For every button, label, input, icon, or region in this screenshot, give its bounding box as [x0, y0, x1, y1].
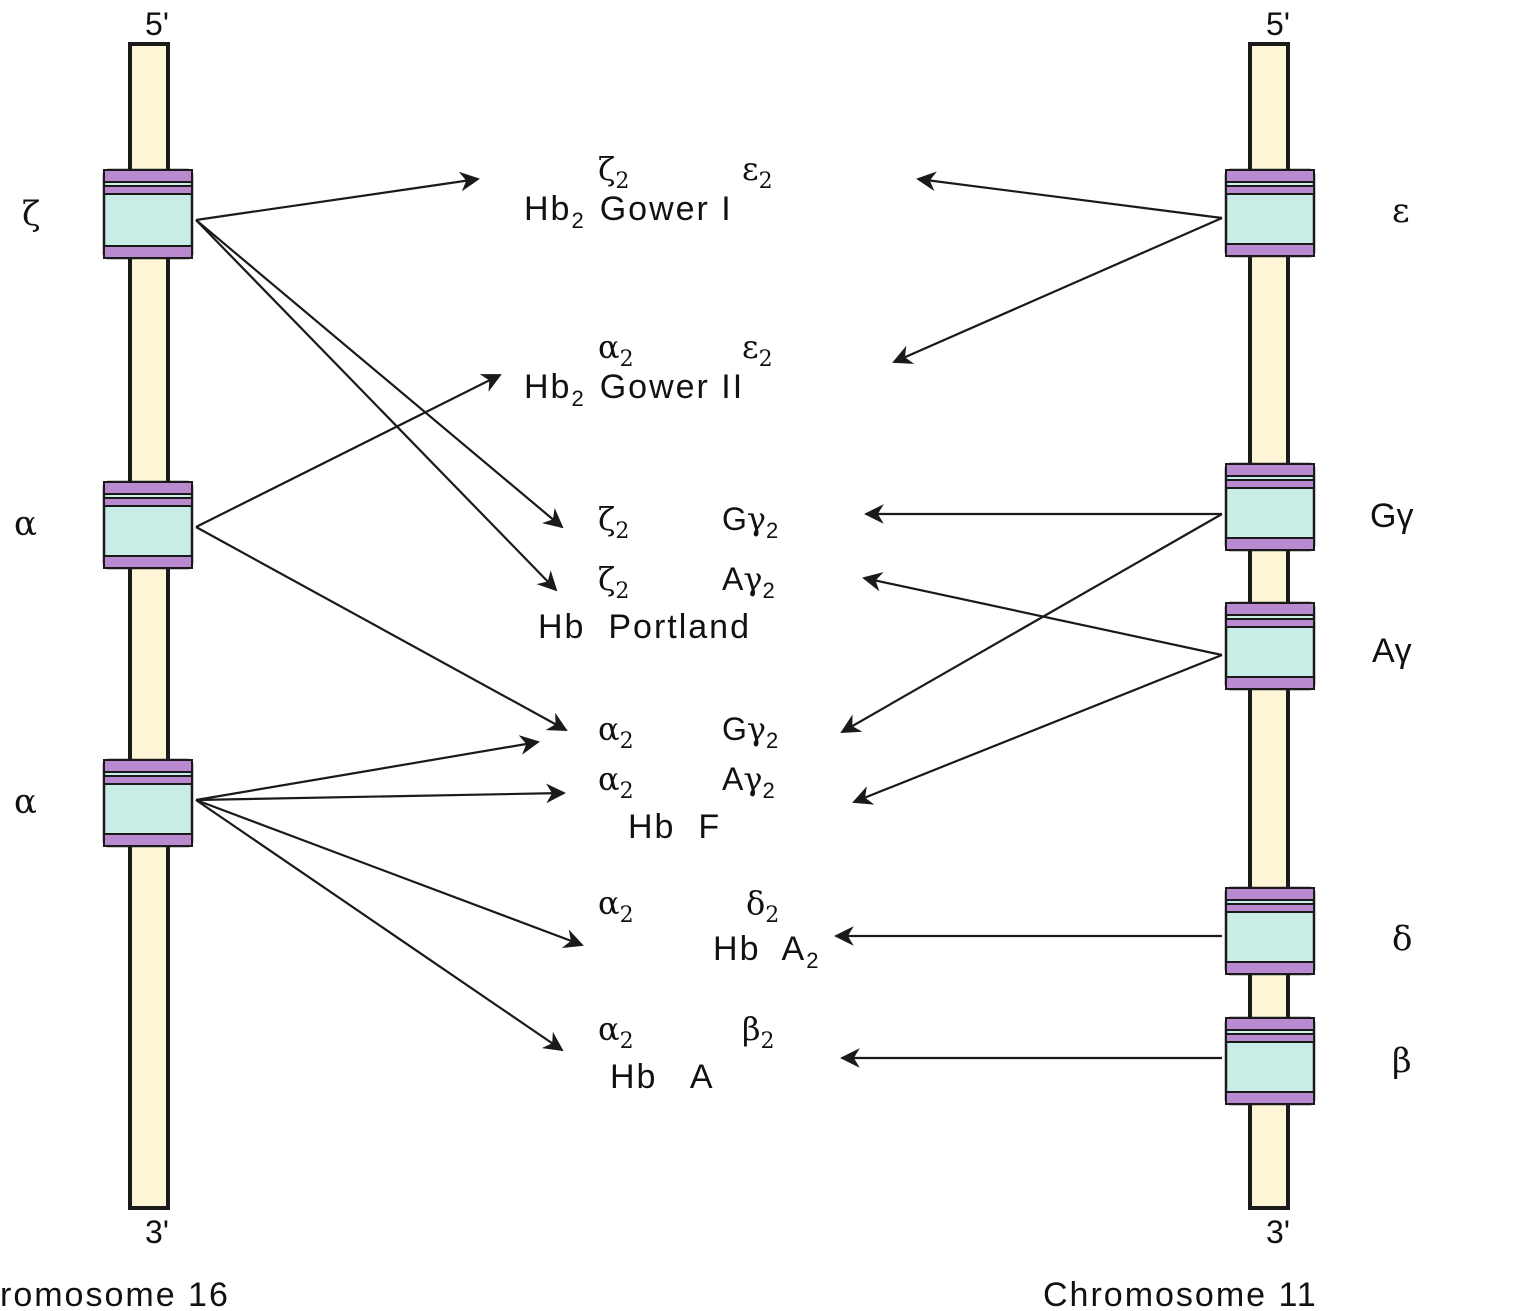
arrow-alpha2-alpha-ggamma: [195, 735, 540, 802]
chain-2-prefix: G: [722, 501, 747, 537]
chain-2: ε: [742, 150, 759, 188]
gene-label-epsilon: ε: [1392, 191, 1410, 231]
chain-2-prefix: A: [722, 561, 744, 597]
svg-text:α2: α2: [598, 884, 634, 928]
svg-text:β2: β2: [742, 1010, 775, 1054]
gene-label-delta: δ: [1392, 919, 1412, 959]
chain-1: α: [598, 1010, 620, 1048]
hb-name: Hb F: [628, 808, 721, 846]
svg-text:ε2: ε2: [742, 150, 773, 194]
chromosome-16-5prime: 5': [145, 6, 169, 42]
chain-2: δ: [746, 884, 765, 922]
chain-1: α: [598, 884, 620, 922]
svg-text:ζ2: ζ2: [598, 150, 629, 194]
hb-portland: ζ2 Aγ2 Hb Portland: [538, 560, 775, 646]
chain-1: ζ: [598, 500, 615, 538]
gene-epsilon: [1224, 168, 1316, 258]
svg-text:Gγ2: Gγ2: [722, 710, 778, 753]
arrow-alpha1-gower2: [195, 374, 502, 528]
gene-alpha-1: [102, 480, 194, 570]
hb-a: α2 β2 Hb A: [598, 1010, 775, 1096]
arrow-epsilon-gower2: [892, 216, 1223, 364]
chain-1: α: [598, 710, 620, 748]
chain-1: ζ: [598, 560, 615, 598]
gene-label-beta: β: [1392, 1041, 1412, 1081]
chain-2-prefix: G: [722, 711, 747, 747]
arrow-ggamma-alpha: [840, 513, 1223, 733]
gene-label-g-gamma: Gγ: [1370, 497, 1413, 535]
arrow-alpha1-alpha-ggamma: [195, 526, 568, 731]
arrow-zeta-agamma: [195, 219, 558, 592]
svg-text:ε2: ε2: [742, 328, 773, 372]
gene-a-gamma: [1224, 601, 1316, 691]
hb-name: Hb A: [610, 1058, 715, 1096]
gene-beta: [1224, 1016, 1316, 1106]
gene-label-alpha-2: α: [14, 782, 37, 822]
svg-text:Aγ2: Aγ2: [722, 560, 775, 603]
gene-label-alpha-1: α: [14, 504, 37, 544]
chromosome-16: 5' 3' romosome 16 ζ α α: [0, 6, 230, 1311]
arrow-alpha2-hba2: [195, 798, 584, 949]
hb-a2: α2 δ2 Hb A2: [598, 884, 901, 976]
gene-delta: [1224, 886, 1316, 976]
gene-zeta: [102, 168, 194, 260]
hb-alpha-ggamma: α2 Gγ2: [598, 710, 778, 754]
hb-f: α2 Aγ2 Hb F: [598, 760, 775, 846]
gene-label-a-gamma: Aγ: [1372, 632, 1412, 670]
svg-text:Gγ2: Gγ2: [722, 500, 778, 543]
hb-zeta-ggamma: ζ2 Gγ2: [598, 500, 778, 544]
hb-name: Hb Portland: [538, 608, 751, 646]
svg-text:α2: α2: [598, 1010, 634, 1054]
svg-text:Hb A2: Hb A2: [610, 930, 901, 976]
svg-text:α2: α2: [598, 328, 634, 372]
arrow-epsilon-gower1: [916, 171, 1223, 220]
chain-2: ε: [742, 328, 759, 366]
chain-2: β: [742, 1010, 761, 1048]
svg-text:α2: α2: [598, 710, 634, 754]
arrow-zeta-ggamma: [195, 219, 564, 529]
arrows: [195, 171, 1223, 1068]
gene-g-gamma: [1224, 462, 1316, 552]
arrow-alpha2-hba: [195, 799, 564, 1052]
svg-text:Aγ2: Aγ2: [722, 760, 775, 803]
arrow-agamma-zeta: [862, 572, 1223, 657]
chromosome-11-5prime: 5': [1266, 6, 1290, 42]
hb-name: Hb: [524, 368, 571, 406]
chain-1: α: [598, 328, 620, 366]
chromosome-11: 5' 3' Chromosome 11 ε Gγ Aγ: [1043, 6, 1413, 1311]
chromosome-16-label: romosome 16: [0, 1276, 230, 1311]
svg-text:ζ2: ζ2: [598, 560, 629, 604]
hb-name: Hb A: [713, 930, 806, 968]
chain-1: ζ: [598, 150, 615, 188]
arrow-zeta-gower1: [195, 171, 480, 222]
svg-text:ζ2: ζ2: [598, 500, 629, 544]
chain-1: α: [598, 760, 620, 798]
hb-name: Hb: [524, 190, 571, 228]
gene-label-zeta: ζ: [22, 194, 40, 234]
chromosome-16-3prime: 3': [145, 1214, 169, 1250]
chain-2-prefix: A: [722, 761, 744, 797]
svg-text:α2: α2: [598, 760, 634, 804]
chromosome-11-3prime: 3': [1266, 1214, 1290, 1250]
arrow-alpha2-alpha-agamma: [195, 783, 566, 804]
chromosome-11-label: Chromosome 11: [1043, 1276, 1318, 1311]
gene-alpha-2: [102, 758, 194, 848]
svg-text:δ2: δ2: [746, 884, 779, 928]
arrow-agamma-alpha: [852, 653, 1223, 805]
